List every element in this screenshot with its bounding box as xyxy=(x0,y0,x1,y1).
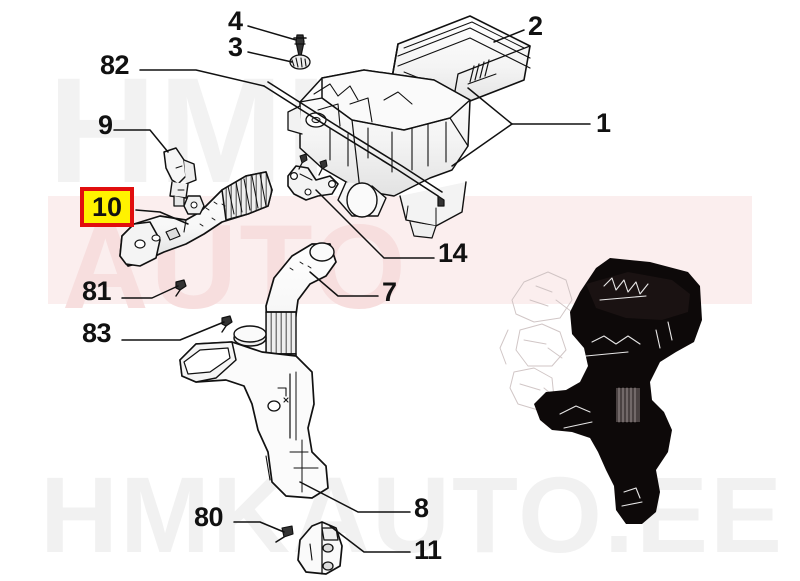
part-7-air-hose xyxy=(265,242,337,371)
part-83-screw xyxy=(221,315,233,333)
callout-14[interactable]: 14 xyxy=(438,238,468,268)
part-8-reservoir xyxy=(179,325,329,499)
part-82-tube xyxy=(263,81,445,207)
leader-81 xyxy=(121,285,179,299)
callout-80[interactable]: 80 xyxy=(194,502,224,532)
callout-8[interactable]: 8 xyxy=(414,493,429,523)
leader-2 xyxy=(493,29,525,43)
callout-82[interactable]: 82 xyxy=(100,50,130,80)
part-10-intake-duct xyxy=(119,171,273,267)
part-11-mount-bracket xyxy=(297,521,343,575)
callout-11[interactable]: 11 xyxy=(414,535,442,565)
callout-81[interactable]: 81 xyxy=(82,276,112,306)
part-9-sensor xyxy=(163,147,197,207)
leader-7 xyxy=(309,271,379,297)
part-4-sensor xyxy=(293,34,307,57)
leader-1-a xyxy=(467,87,513,125)
callout-83[interactable]: 83 xyxy=(82,318,112,348)
part-small-screws xyxy=(298,153,328,176)
leader-8 xyxy=(299,481,411,513)
leader-80 xyxy=(233,521,285,533)
callout-4[interactable]: 4 xyxy=(228,6,243,36)
part-81-screw xyxy=(175,279,187,297)
leader-1-b xyxy=(451,123,513,167)
leader-11 xyxy=(329,525,411,553)
callout-9[interactable]: 9 xyxy=(98,110,113,140)
leader-82 xyxy=(139,69,265,87)
part-14-bracket xyxy=(287,165,339,201)
callout-1[interactable]: 1 xyxy=(596,108,611,138)
leader-3 xyxy=(247,51,293,63)
leader-lines xyxy=(113,25,591,553)
callout-3[interactable]: 3 xyxy=(228,32,243,62)
part-80-screw xyxy=(275,525,294,543)
leader-14 xyxy=(315,189,435,259)
callout-10-highlight[interactable]: 10 xyxy=(80,187,134,227)
leader-83 xyxy=(121,321,225,341)
leader-4 xyxy=(247,25,297,41)
callout-7[interactable]: 7 xyxy=(382,277,397,307)
leader-9 xyxy=(113,129,169,153)
leader-10 xyxy=(135,209,189,225)
callout-2[interactable]: 2 xyxy=(528,11,543,41)
engine-block-illustration xyxy=(499,258,702,524)
part-air-filter-housing xyxy=(287,69,471,239)
part-3-grommet xyxy=(289,54,311,70)
callout-10-label: 10 xyxy=(91,191,123,222)
